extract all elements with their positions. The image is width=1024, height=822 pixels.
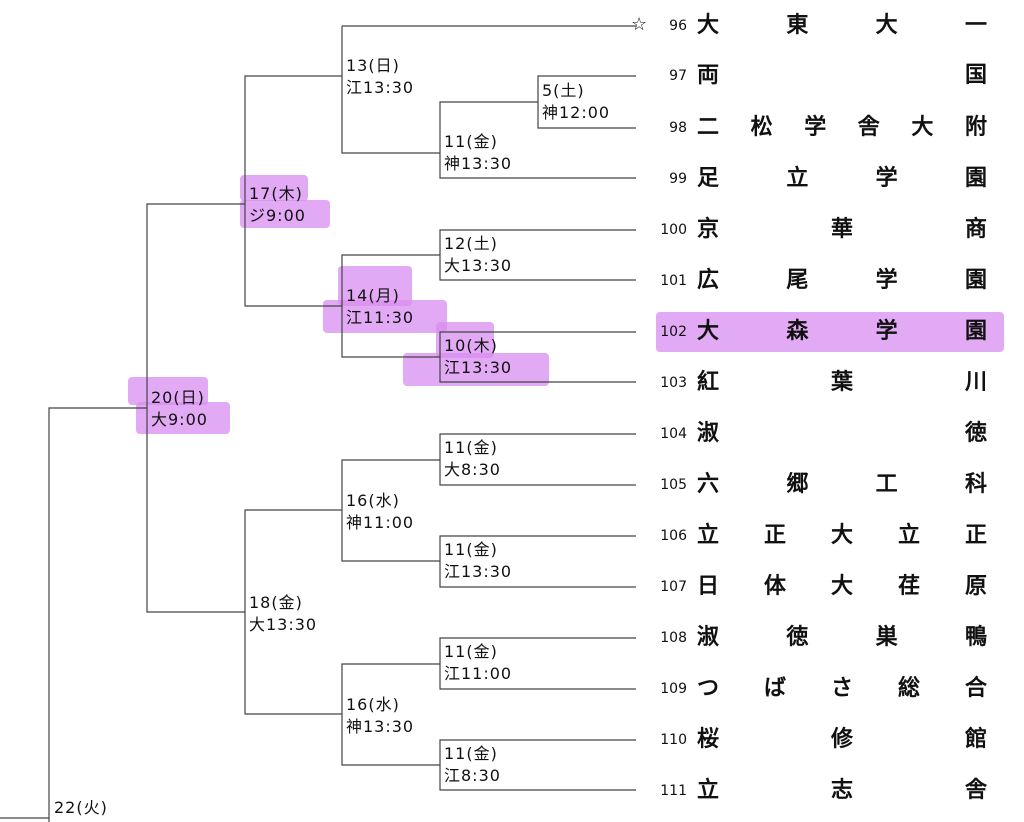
school-name: 桜修館 bbox=[697, 727, 987, 752]
school-name: 紅葉川 bbox=[697, 370, 987, 395]
team-number: 98 bbox=[669, 120, 687, 136]
game-label-r2-108-109: 11(金)江11:00 bbox=[444, 642, 513, 683]
highlight-game-r2-102-103-time bbox=[403, 353, 549, 386]
team-number: 111 bbox=[660, 783, 687, 799]
seed-star-icon: ☆ bbox=[631, 14, 648, 35]
game-label-r3-100: 14(月)江11:30 bbox=[346, 286, 415, 327]
highlight-game-r5-time bbox=[136, 402, 230, 434]
game-label-r2-110-111: 11(金)江8:30 bbox=[444, 744, 501, 785]
game-label-r3-96: 13(日)江13:30 bbox=[346, 56, 415, 97]
school-name: 広尾学園 bbox=[697, 268, 987, 293]
school-name: 立正大立正 bbox=[697, 523, 987, 548]
game-label-r2-102-103: 10(木)江13:30 bbox=[444, 336, 513, 377]
school-name-highlighted: 大森学園 bbox=[697, 319, 987, 344]
school-name: 京華商 bbox=[697, 217, 987, 242]
game-label-r2-100-101: 12(土)大13:30 bbox=[444, 234, 513, 275]
team-number: 107 bbox=[660, 579, 687, 595]
game-label-r2-96-98: 11(金)神13:30 bbox=[444, 132, 513, 173]
school-name: つばさ総合 bbox=[697, 676, 987, 701]
team-number: 99 bbox=[669, 171, 687, 187]
highlight-game-r4-upper-date bbox=[240, 175, 308, 201]
team-number: 96 bbox=[669, 18, 687, 34]
highlight-game-r3-100-date bbox=[338, 266, 412, 306]
school-name: 両国 bbox=[697, 63, 987, 88]
game-label-r5: 20(日)大9:00 bbox=[151, 388, 208, 429]
team-number: 102 bbox=[660, 324, 687, 340]
game-label-r6: 22(火) bbox=[54, 798, 108, 817]
line-r4-upper bbox=[244, 75, 342, 307]
school-name: 淑徳巣鴨 bbox=[697, 625, 987, 650]
team-number: 108 bbox=[660, 630, 687, 646]
highlight-team-102 bbox=[656, 312, 1004, 352]
team-number: 100 bbox=[660, 222, 687, 238]
team-number: 106 bbox=[660, 528, 687, 544]
game-label-r3-104: 16(水)神11:00 bbox=[346, 491, 415, 532]
team-number: 103 bbox=[660, 375, 687, 391]
game-label-r1-97-98: 5(土)神12:00 bbox=[542, 81, 611, 122]
game-label-r4-upper: 17(木)ジ9:00 bbox=[249, 184, 306, 225]
highlight-game-r3-100-time bbox=[323, 300, 447, 333]
school-name: 淑徳 bbox=[697, 421, 987, 446]
game-label-r4-lower: 18(金)大13:30 bbox=[249, 593, 318, 634]
school-name: 六郷工科 bbox=[697, 472, 987, 497]
school-name: 立志舎 bbox=[697, 778, 987, 803]
game-label-r3-108: 16(水)神13:30 bbox=[346, 695, 415, 736]
school-name: 二松学舎大附 bbox=[697, 115, 987, 140]
team-number: 101 bbox=[660, 273, 687, 289]
school-name: 足立学園 bbox=[697, 166, 987, 191]
game-label-r2-104-105: 11(金)大8:30 bbox=[444, 438, 501, 479]
highlight-game-r2-102-103-date bbox=[436, 322, 494, 358]
highlight-game-r5-date bbox=[128, 377, 208, 405]
school-name: 大東大一 bbox=[697, 13, 987, 38]
team-number: 109 bbox=[660, 681, 687, 697]
line-r2-96-98 bbox=[439, 101, 636, 179]
line-r3-96 bbox=[341, 26, 440, 154]
game-label-r2-106-107: 11(金)江13:30 bbox=[444, 540, 513, 581]
school-name: 日体大荏原 bbox=[697, 574, 987, 599]
team-number: 105 bbox=[660, 477, 687, 493]
team-number: 110 bbox=[660, 732, 687, 748]
line-r6 bbox=[48, 407, 147, 822]
team-number: 97 bbox=[669, 68, 687, 84]
highlight-game-r4-upper-time bbox=[240, 200, 330, 228]
team-number: 104 bbox=[660, 426, 687, 442]
